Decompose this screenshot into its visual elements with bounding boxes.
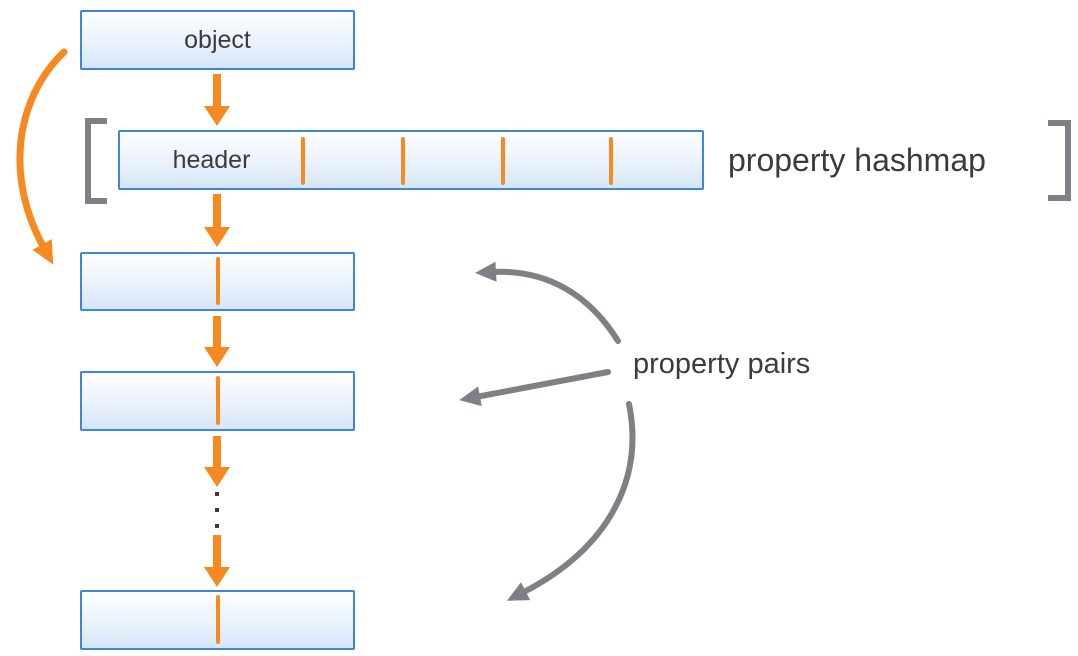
pairs-pointer-arrow-middle — [459, 369, 611, 407]
property-pair-box — [80, 252, 355, 311]
slot-divider — [501, 137, 505, 185]
ellipsis-dot — [215, 524, 219, 528]
flow-down-arrow-icon — [204, 535, 230, 587]
arrow-head — [204, 347, 230, 367]
pair-divider — [216, 376, 220, 425]
flow-down-arrow-icon — [204, 436, 230, 487]
hashmap-caption: property hashmap — [728, 142, 986, 178]
object-label: object — [184, 26, 251, 54]
arrow-stem — [213, 194, 221, 227]
flow-down-arrow-icon — [204, 74, 230, 126]
header-label: header — [172, 146, 251, 174]
arrow-stem — [213, 316, 221, 347]
slot-divider — [609, 137, 613, 185]
arrow-stem — [213, 535, 221, 567]
pair-divider — [216, 595, 220, 644]
property-pair-box — [80, 371, 355, 431]
pair-divider — [216, 257, 220, 305]
hashmap-header-box: header — [118, 130, 704, 190]
arrow-stem — [213, 74, 221, 106]
slot-divider — [301, 137, 305, 185]
arrow-head — [204, 227, 230, 247]
property-pair-box — [80, 590, 355, 650]
object-to-pair-curved-arrow — [16, 48, 68, 265]
flow-down-arrow-icon — [204, 194, 230, 247]
slot-divider — [401, 137, 405, 185]
arrow-head — [204, 106, 230, 126]
object-box: object — [80, 10, 355, 70]
pairs-pointer-arrow-bottom — [506, 401, 636, 601]
arrow-head — [204, 467, 230, 487]
ellipsis-dot — [215, 508, 219, 512]
left-bracket — [85, 118, 107, 204]
pairs-caption: property pairs — [633, 348, 811, 380]
flow-down-arrow-icon — [204, 316, 230, 367]
pairs-pointer-arrow-top — [475, 261, 621, 344]
arrow-stem — [213, 436, 221, 467]
arrow-head — [204, 567, 230, 587]
ellipsis-dot — [215, 492, 219, 496]
right-bracket — [1048, 120, 1071, 201]
